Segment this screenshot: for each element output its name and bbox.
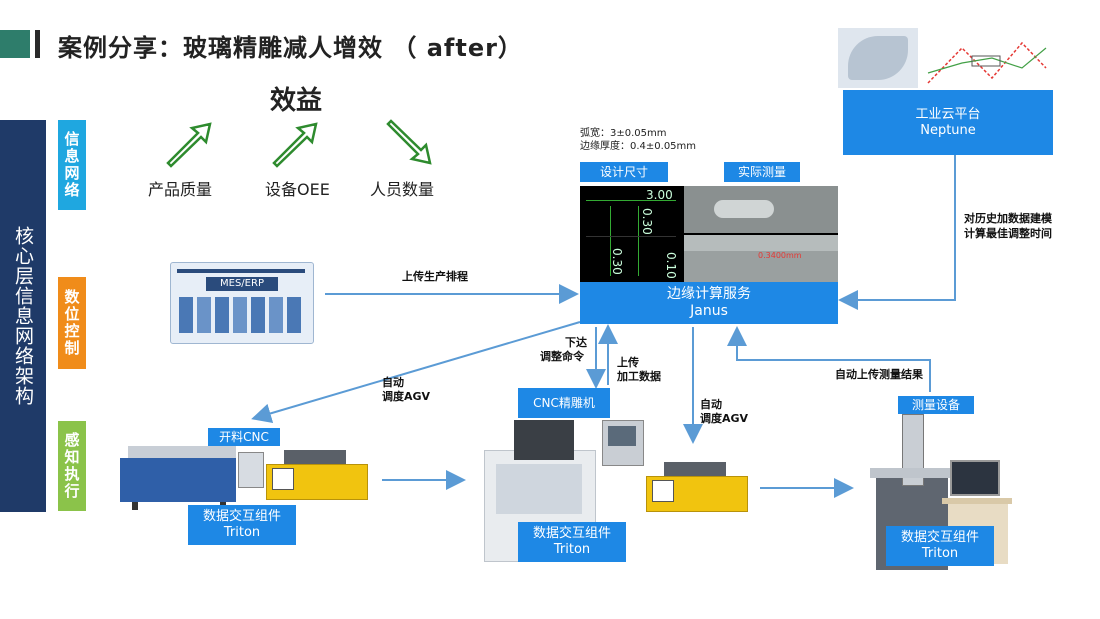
measure-value-1: 3.00 (646, 188, 673, 202)
triton-1-code: Triton (223, 525, 261, 540)
actual-measure-tag: 实际测量 (724, 162, 800, 182)
measure-value-2: 0.30 (640, 208, 654, 235)
label-process-data: 加工数据 (617, 370, 661, 383)
triton-3-code: Triton (921, 546, 959, 561)
edge-service-code: Janus (690, 303, 728, 319)
spec-arc-width: 弧宽：3±0.05mm (580, 128, 667, 139)
label-dispatch-1: 调度AGV (382, 390, 431, 403)
label-issue: 下达 (565, 336, 587, 349)
label-upload: 上传 (617, 356, 639, 369)
cloud-code: Neptune (920, 122, 976, 138)
cloud-chart-diagram (922, 28, 1052, 90)
triton-1-name: 数据交互组件 (202, 509, 281, 524)
label-dispatch-2: 调度AGV (700, 412, 749, 425)
triton-box-2: 数据交互组件 Triton (518, 522, 626, 562)
tab-info-network: 信息网络 (58, 120, 86, 210)
edge-service-name: 边缘计算服务 (667, 286, 751, 302)
benefits-title: 效益 (270, 86, 323, 116)
engraving-cnc-tag: CNC精雕机 (518, 388, 610, 418)
title-accent-bar (0, 30, 30, 58)
triton-box-3: 数据交互组件 Triton (886, 526, 994, 566)
cloud-photo (838, 28, 918, 88)
page-title: 案例分享：玻璃精雕减人增效 （ after） (58, 34, 523, 62)
triton-2-code: Triton (553, 542, 591, 557)
triton-2-name: 数据交互组件 (532, 526, 611, 541)
mes-erp-label: MES/ERP (206, 277, 278, 291)
mes-erp-panel: MES/ERP (170, 262, 314, 344)
label-auto-1: 自动 (382, 376, 404, 389)
design-size-tag: 设计尺寸 (580, 162, 668, 182)
up-arrow-icon-quality (166, 122, 212, 168)
left-layer-label: 核心层信息网络架构 (0, 120, 46, 512)
label-model-history: 对历史加数据建模 (964, 212, 1052, 225)
spec-text: 弧宽：3±0.05mm 边缘厚度：0.4±0.05mm (580, 127, 696, 153)
measure-value-4: 0.10 (664, 252, 678, 279)
title-marker (35, 30, 40, 58)
measurement-image: 3.00 0.30 0.30 0.10 0.3400mm (580, 186, 838, 282)
cutting-cnc-tag: 开料CNC (208, 428, 280, 446)
cloud-platform-box: 工业云平台 Neptune (843, 90, 1053, 155)
benefit-oee: 设备OEE (265, 180, 330, 199)
tab-perceive-execute: 感知执行 (58, 421, 86, 511)
agv-cart-1 (266, 450, 368, 502)
triton-box-1: 数据交互组件 Triton (188, 505, 296, 545)
measure-value-3: 0.30 (610, 248, 624, 275)
cutting-cnc-control-panel (238, 452, 264, 488)
triton-3-name: 数据交互组件 (900, 530, 979, 545)
cloud-name: 工业云平台 (915, 106, 981, 122)
edge-service-box: 边缘计算服务 Janus (580, 282, 838, 324)
cutting-cnc-machine (120, 446, 236, 510)
label-auto-upload: 自动上传测量结果 (835, 368, 923, 381)
label-upload-schedule: 上传生产排程 (402, 270, 468, 283)
measure-device-tag: 测量设备 (898, 396, 974, 414)
up-arrow-icon-oee (272, 122, 318, 168)
spec-edge-thickness: 边缘厚度：0.4±0.05mm (580, 141, 697, 152)
measure-small-value: 0.3400mm (758, 251, 802, 260)
label-calc-best: 计算最佳调整时间 (964, 227, 1052, 240)
benefit-quality: 产品质量 (148, 180, 213, 199)
down-arrow-icon-staff (386, 119, 432, 165)
tab-numeric-control: 数位控制 (58, 277, 86, 369)
label-auto-2: 自动 (700, 398, 722, 411)
label-adjust-cmd: 调整命令 (540, 350, 584, 363)
agv-cart-2 (646, 462, 748, 514)
benefit-staff: 人员数量 (370, 180, 435, 199)
